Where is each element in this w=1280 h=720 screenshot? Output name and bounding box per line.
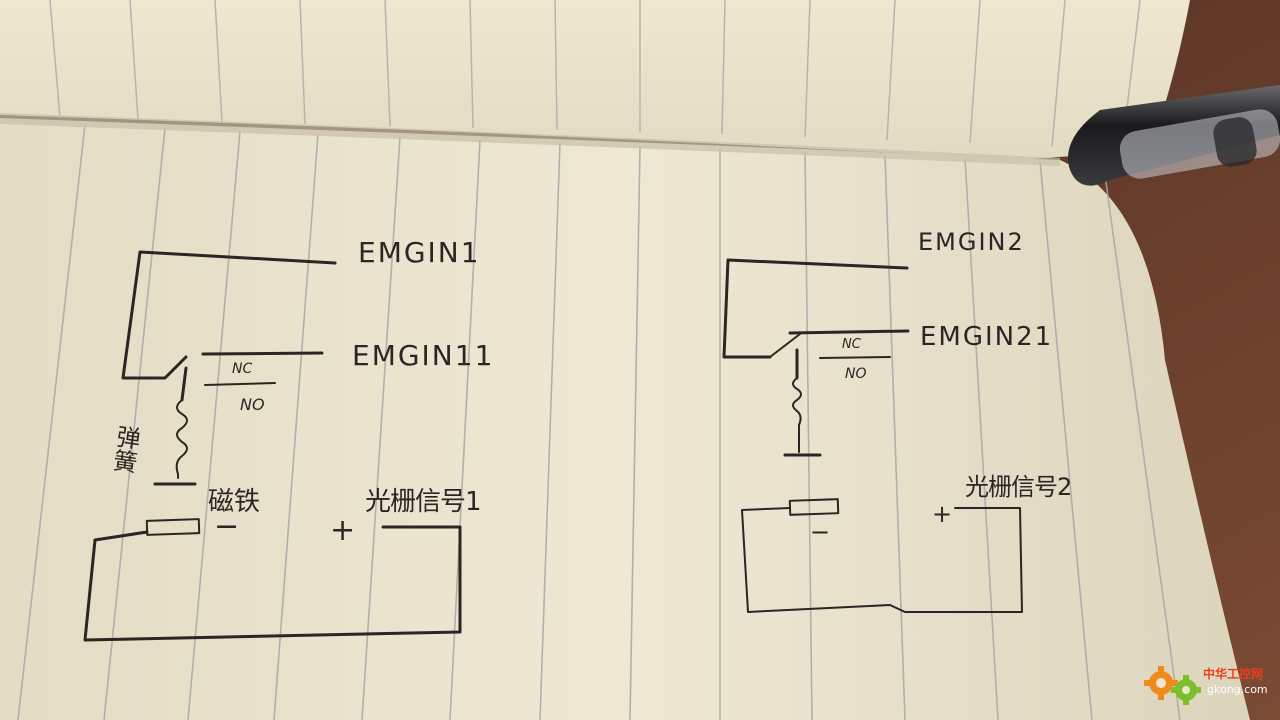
left-no-contact bbox=[204, 382, 276, 386]
left-circuit: EMGIN1 EMGIN11 NC NO 弹簧 磁铁 − + 光栅信号1 bbox=[83, 236, 494, 642]
left-relay-label: EMGIN11 bbox=[352, 339, 494, 372]
right-top-label: EMGIN2 bbox=[918, 228, 1025, 256]
right-top-wire bbox=[722, 258, 909, 359]
watermark-cn-text: 中华工控网 bbox=[1203, 666, 1263, 681]
green-gear-icon bbox=[1171, 675, 1201, 705]
right-no-label: NO bbox=[845, 366, 867, 382]
left-top-label: EMGIN1 bbox=[358, 236, 481, 269]
pen bbox=[1068, 85, 1280, 186]
right-bottom-loop bbox=[741, 507, 1023, 613]
left-minus-sign: − bbox=[214, 509, 239, 544]
left-plus-sign: + bbox=[330, 513, 355, 548]
right-plus-sign: + bbox=[932, 500, 952, 528]
main-page bbox=[0, 118, 1250, 720]
left-bottom-loop bbox=[83, 525, 462, 642]
watermark-url-text: gkong.com bbox=[1207, 683, 1268, 696]
right-relay-label: EMGIN21 bbox=[920, 322, 1053, 352]
page-fold-shadow bbox=[0, 113, 1060, 166]
left-magnet-icon bbox=[145, 518, 201, 536]
right-minus-sign: − bbox=[810, 518, 830, 546]
right-no-contact bbox=[819, 356, 891, 359]
upper-page-rules bbox=[49, 0, 1141, 151]
left-spring-label: 弹簧 bbox=[107, 423, 141, 475]
left-spring-icon bbox=[175, 399, 188, 479]
left-nc-contact bbox=[201, 351, 324, 356]
right-circuit: EMGIN2 EMGIN21 NC NO − + 光栅信号2 bbox=[722, 228, 1072, 613]
right-nc-label: NC bbox=[842, 337, 862, 352]
left-magnet-label: 磁铁 bbox=[208, 487, 260, 517]
right-spring-icon bbox=[792, 377, 802, 453]
left-armature bbox=[180, 366, 188, 402]
right-nc-contact bbox=[788, 329, 910, 335]
left-no-label: NO bbox=[240, 395, 265, 414]
left-nc-label: NC bbox=[232, 361, 252, 377]
orange-gear-icon bbox=[1144, 666, 1178, 700]
right-signal-label: 光栅信号2 bbox=[965, 473, 1071, 501]
watermark: 中华工控网 gkong.com bbox=[1144, 666, 1268, 705]
left-signal-label: 光栅信号1 bbox=[365, 487, 481, 517]
right-switch-arm bbox=[769, 333, 801, 358]
left-top-wire bbox=[121, 250, 337, 380]
main-page-rules bbox=[17, 124, 1181, 720]
